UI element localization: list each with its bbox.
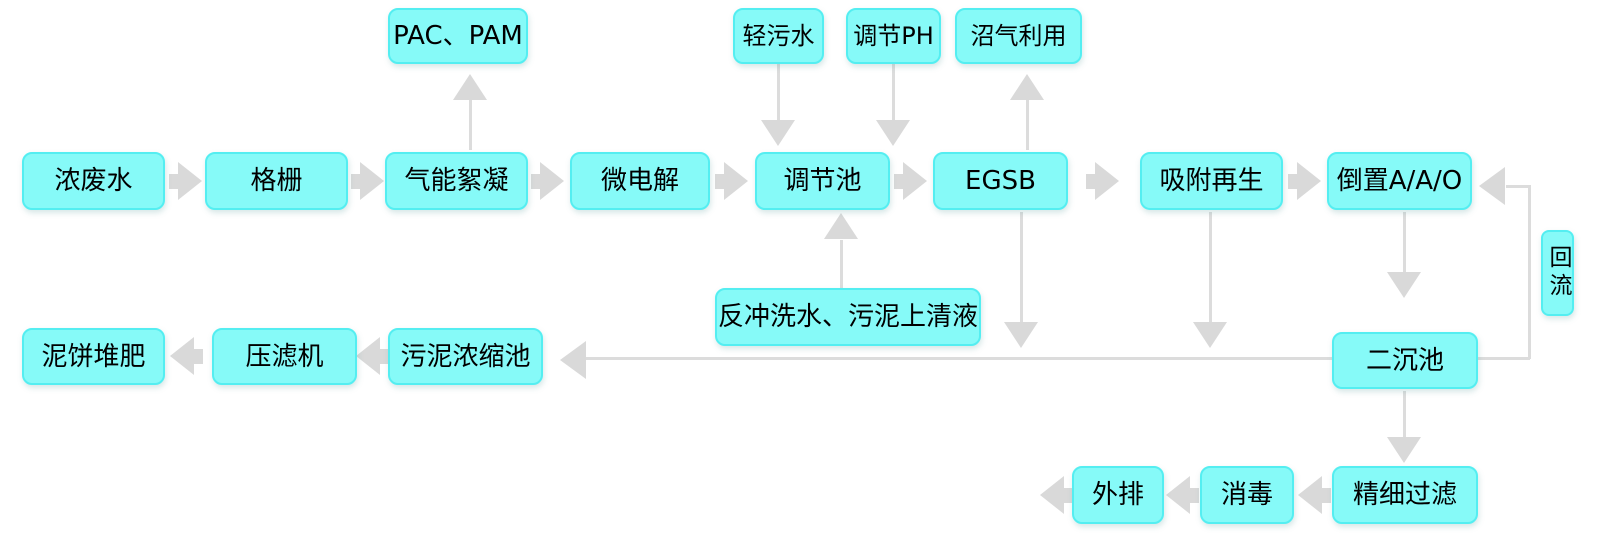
egsb-sludge-line [1020, 212, 1023, 322]
light-wastewater-line [777, 64, 780, 120]
arrow-down-from-adsorption-icon [1193, 322, 1227, 348]
node-secondary-clarifier: 二沉池 [1332, 332, 1478, 389]
arrow-down-from-egsb-icon [1004, 322, 1038, 348]
arrow-screen-to-flocculation-icon [351, 162, 384, 200]
node-fine-filtration: 精细过滤 [1332, 466, 1478, 524]
arrow-up-to-pacpam-icon [453, 74, 487, 100]
node-sludge-thickener: 污泥浓缩池 [388, 328, 543, 385]
node-sludge-cake-composting: 泥饼堆肥 [22, 328, 165, 385]
arrow-flocculation-to-electrolysis-icon [531, 162, 564, 200]
node-bar-screen: 格栅 [205, 152, 348, 210]
node-biogas-utilization: 沼气利用 [955, 8, 1082, 64]
arrow-wastewater-to-screen-icon [169, 162, 202, 200]
arrow-up-to-biogas-icon [1010, 74, 1044, 100]
egsb-to-biogas-line [1026, 100, 1029, 150]
reflux-arrow-into-inverted-aao-icon [1479, 167, 1505, 205]
node-micro-electrolysis: 微电解 [570, 152, 710, 210]
node-inverted-aao: 倒置A/A/O [1327, 152, 1472, 210]
node-egsb: EGSB [933, 152, 1068, 210]
node-disinfection: 消毒 [1200, 466, 1294, 524]
node-equalization-tank: 调节池 [755, 152, 890, 210]
arrow-egsb-to-adsorption-icon [1086, 162, 1119, 200]
node-ph-adjustment: 调节PH [846, 8, 941, 64]
arrow-down-to-clarifier-icon [1387, 272, 1421, 298]
ph-adjustment-line [892, 64, 895, 120]
arrow-into-sludge-thickener-icon [560, 341, 586, 379]
backwash-to-equalization-line [840, 240, 843, 290]
arrow-filtration-to-disinfection-icon [1298, 476, 1331, 514]
adsorption-sludge-line [1209, 212, 1212, 322]
arrow-equalization-to-egsb-icon [894, 162, 927, 200]
node-backwash-water-sludge-supernatant: 反冲洗水、污泥上清液 [715, 288, 981, 346]
node-filter-press: 压滤机 [212, 328, 357, 385]
arrow-up-to-equalization-icon [824, 213, 858, 239]
arrow-thickener-to-filterpress-icon [356, 337, 389, 375]
arrow-disinfection-to-discharge-icon [1166, 476, 1199, 514]
reflux-hline [1506, 185, 1531, 188]
node-concentrated-wastewater: 浓废水 [22, 152, 165, 210]
node-pac-pam: PAC、PAM [388, 8, 528, 64]
node-effluent-discharge: 外排 [1072, 466, 1164, 524]
arrow-discharge-out-icon [1040, 476, 1073, 514]
sludge-return-hline [582, 357, 1530, 360]
arrow-adsorption-to-aao-icon [1288, 162, 1321, 200]
clarifier-to-filtration-line [1403, 391, 1406, 437]
reflux-vline [1528, 185, 1531, 359]
arrow-down-from-light-wastewater-icon [761, 120, 795, 146]
aao-to-clarifier-line [1403, 212, 1406, 272]
arrow-electrolysis-to-equalization-icon [715, 162, 748, 200]
label-reflux: 回流 [1541, 230, 1574, 316]
arrow-filterpress-to-compost-icon [170, 337, 203, 375]
node-gas-energy-flocculation: 气能絮凝 [385, 152, 528, 210]
arrow-down-from-ph-adjustment-icon [876, 120, 910, 146]
node-light-wastewater: 轻污水 [733, 8, 824, 64]
node-adsorption-regeneration: 吸附再生 [1140, 152, 1283, 210]
flocculation-to-pacpam-line [469, 100, 472, 150]
arrow-down-to-filtration-icon [1387, 437, 1421, 463]
